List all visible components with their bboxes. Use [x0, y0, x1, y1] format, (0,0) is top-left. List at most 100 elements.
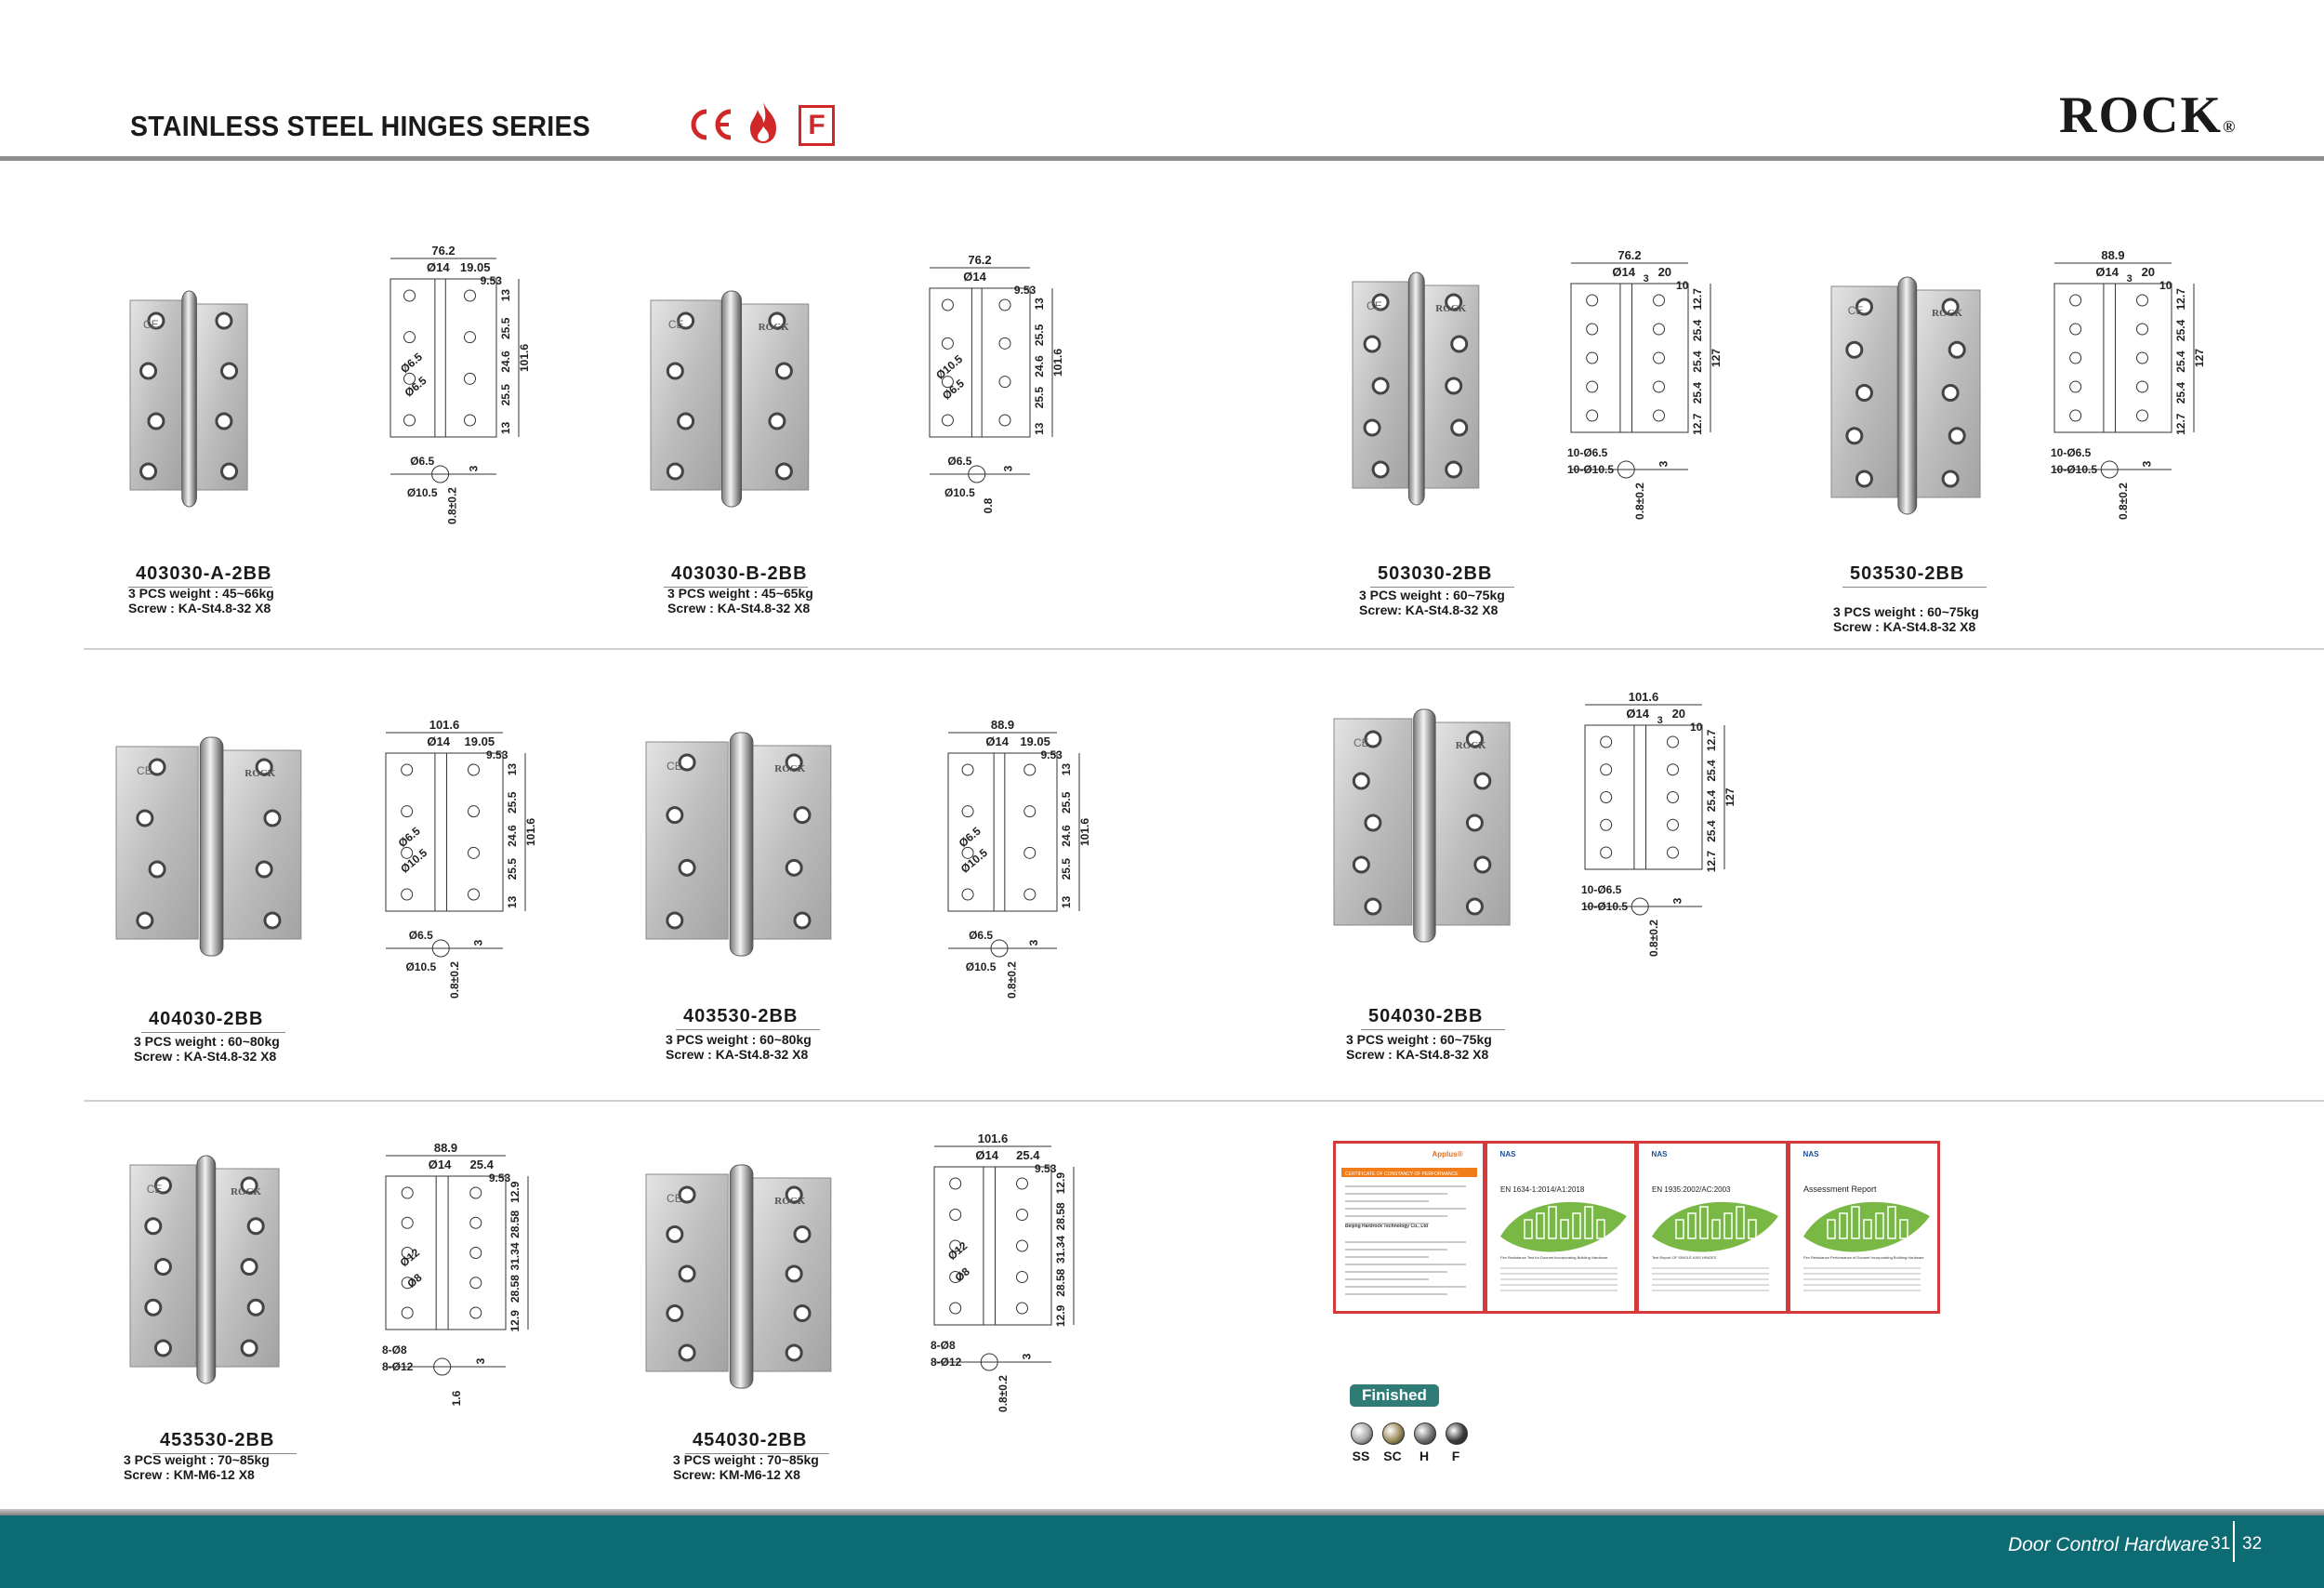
dimension-vertical: 28.58 — [508, 1275, 522, 1303]
screw-hole — [1473, 855, 1492, 874]
drawing-hole — [1016, 1239, 1028, 1252]
finish-swatch-sc[interactable] — [1382, 1423, 1405, 1445]
dimension-hole: Ø6.5 — [398, 351, 425, 377]
dimension-knuckle: Ø14 — [985, 734, 1009, 748]
section-knuckle — [431, 465, 450, 483]
dimension-thickness: 3 — [1657, 460, 1670, 467]
screw-hole — [1445, 293, 1463, 311]
drawing-hole — [468, 805, 480, 818]
dimension-vertical: 12.7 — [1705, 851, 1718, 873]
finish-code: SS — [1352, 1449, 1370, 1463]
drawing-hole — [1016, 1271, 1028, 1283]
dimension-vertical: 25.4 — [2174, 382, 2187, 404]
model-underline — [676, 1029, 820, 1030]
certificate-logo: NAS — [1652, 1150, 1669, 1158]
drawing-hole — [1586, 409, 1599, 422]
model-underline — [685, 1453, 829, 1454]
dimension-holes-count: 8-Ø12 — [382, 1360, 414, 1373]
drawing-hole — [464, 372, 476, 385]
drawing-hole — [2069, 294, 2082, 307]
dimension-knuckle: Ø14 — [1612, 265, 1635, 279]
drawing-hole — [1667, 846, 1679, 859]
screw-hole — [1445, 377, 1463, 395]
product-screw: Screw : KA-St4.8-32 X8 — [666, 1047, 809, 1062]
product-model: 403030-A-2BB — [136, 563, 272, 584]
brand-engraving: ROCK — [231, 1186, 261, 1198]
dimension-vertical: 13 — [1033, 298, 1046, 311]
drawing-hole — [401, 1186, 414, 1199]
dimension-hole: Ø12 — [945, 1239, 971, 1264]
product-weight: 3 PCS weight : 45~65kg — [667, 586, 813, 601]
dimension-knuckle: Ø14 — [2095, 265, 2119, 279]
drawing-hole — [1586, 294, 1599, 307]
drawing-hole — [2136, 409, 2148, 422]
hinge-leaf-right — [738, 303, 810, 491]
drawing-outline — [1570, 283, 1689, 433]
certificate-logo: NAS — [1803, 1150, 1820, 1158]
dimension-vertical: 25.4 — [1691, 351, 1704, 373]
page-number-right: 32 — [2242, 1534, 2263, 1554]
dimension-height: 101.6 — [1051, 349, 1064, 377]
screw-hole — [148, 758, 166, 776]
dimension-hole: Ø10.5 — [398, 846, 429, 876]
certificate-subtitle: Fire Resistance Test for Doorset Incorpo… — [1500, 1255, 1608, 1260]
drawing-hole — [1667, 818, 1679, 831]
product-screw: Screw : KA-St4.8-32 X8 — [1346, 1047, 1489, 1062]
drawing-hole — [469, 1306, 482, 1319]
dimension-vertical: 24.6 — [1033, 355, 1046, 377]
model-underline — [1361, 1029, 1505, 1030]
dimension-vertical: 25.4 — [1705, 820, 1718, 842]
finish-swatch-f[interactable] — [1446, 1423, 1468, 1445]
dimension-vertical: 25.5 — [506, 791, 519, 814]
drawing-hole — [941, 337, 954, 350]
product-weight: 3 PCS weight : 70~85kg — [673, 1452, 819, 1467]
dimension-width: 101.6 — [429, 718, 460, 732]
screw-hole — [1363, 335, 1381, 353]
screw-hole — [1450, 335, 1469, 353]
screw-hole — [666, 1304, 684, 1322]
drawing-hole — [464, 289, 476, 302]
dimension-knuckle: Ø14 — [963, 270, 986, 284]
brand-engraving: ROCK — [1435, 303, 1466, 314]
model-underline — [128, 587, 272, 588]
brand-engraving: ROCK — [774, 763, 805, 774]
screw-hole — [1364, 814, 1382, 832]
dimension-width: 88.9 — [434, 1141, 457, 1155]
drawing-hole — [998, 376, 1011, 389]
drawing-hole — [1653, 409, 1665, 422]
hinge-knuckle — [729, 1164, 754, 1389]
hinge-leaf-right — [218, 749, 302, 940]
screw-hole — [678, 1264, 696, 1283]
drawing-hole — [401, 805, 414, 818]
drawing-hole — [2069, 351, 2082, 364]
screw-hole — [774, 362, 793, 380]
finish-swatch-ss[interactable] — [1351, 1423, 1373, 1445]
drawing-hole — [403, 331, 416, 344]
certificate-heading: EN 1935:2002/AC:2003 — [1652, 1185, 1731, 1194]
drawing-knuckle — [434, 278, 446, 438]
screw-hole — [255, 860, 273, 879]
drawing-hole — [1653, 294, 1665, 307]
screw-hole — [774, 462, 793, 481]
product-model: 403030-B-2BB — [671, 563, 808, 584]
ce-engraving: CE — [668, 318, 684, 331]
finish-swatch-h[interactable] — [1414, 1423, 1436, 1445]
certificate-heading: EN 1634-1:2014/A1:2018 — [1500, 1185, 1585, 1194]
registered-mark: ® — [2223, 117, 2238, 136]
certificate-thumbnail[interactable]: Applus®CERTIFICATE OF CONSTANCY OF PERFO… — [1333, 1141, 1486, 1314]
section-knuckle — [968, 465, 986, 483]
dimension-leaf: 9.53 — [486, 748, 508, 761]
drawing-hole — [1586, 351, 1599, 364]
dimension-vertical: 25.4 — [2174, 351, 2187, 373]
dimension-offset: 19.05 — [1020, 734, 1050, 748]
product-screw: Screw: KA-St4.8-32 X8 — [1359, 602, 1499, 617]
screw-hole — [1352, 772, 1370, 790]
